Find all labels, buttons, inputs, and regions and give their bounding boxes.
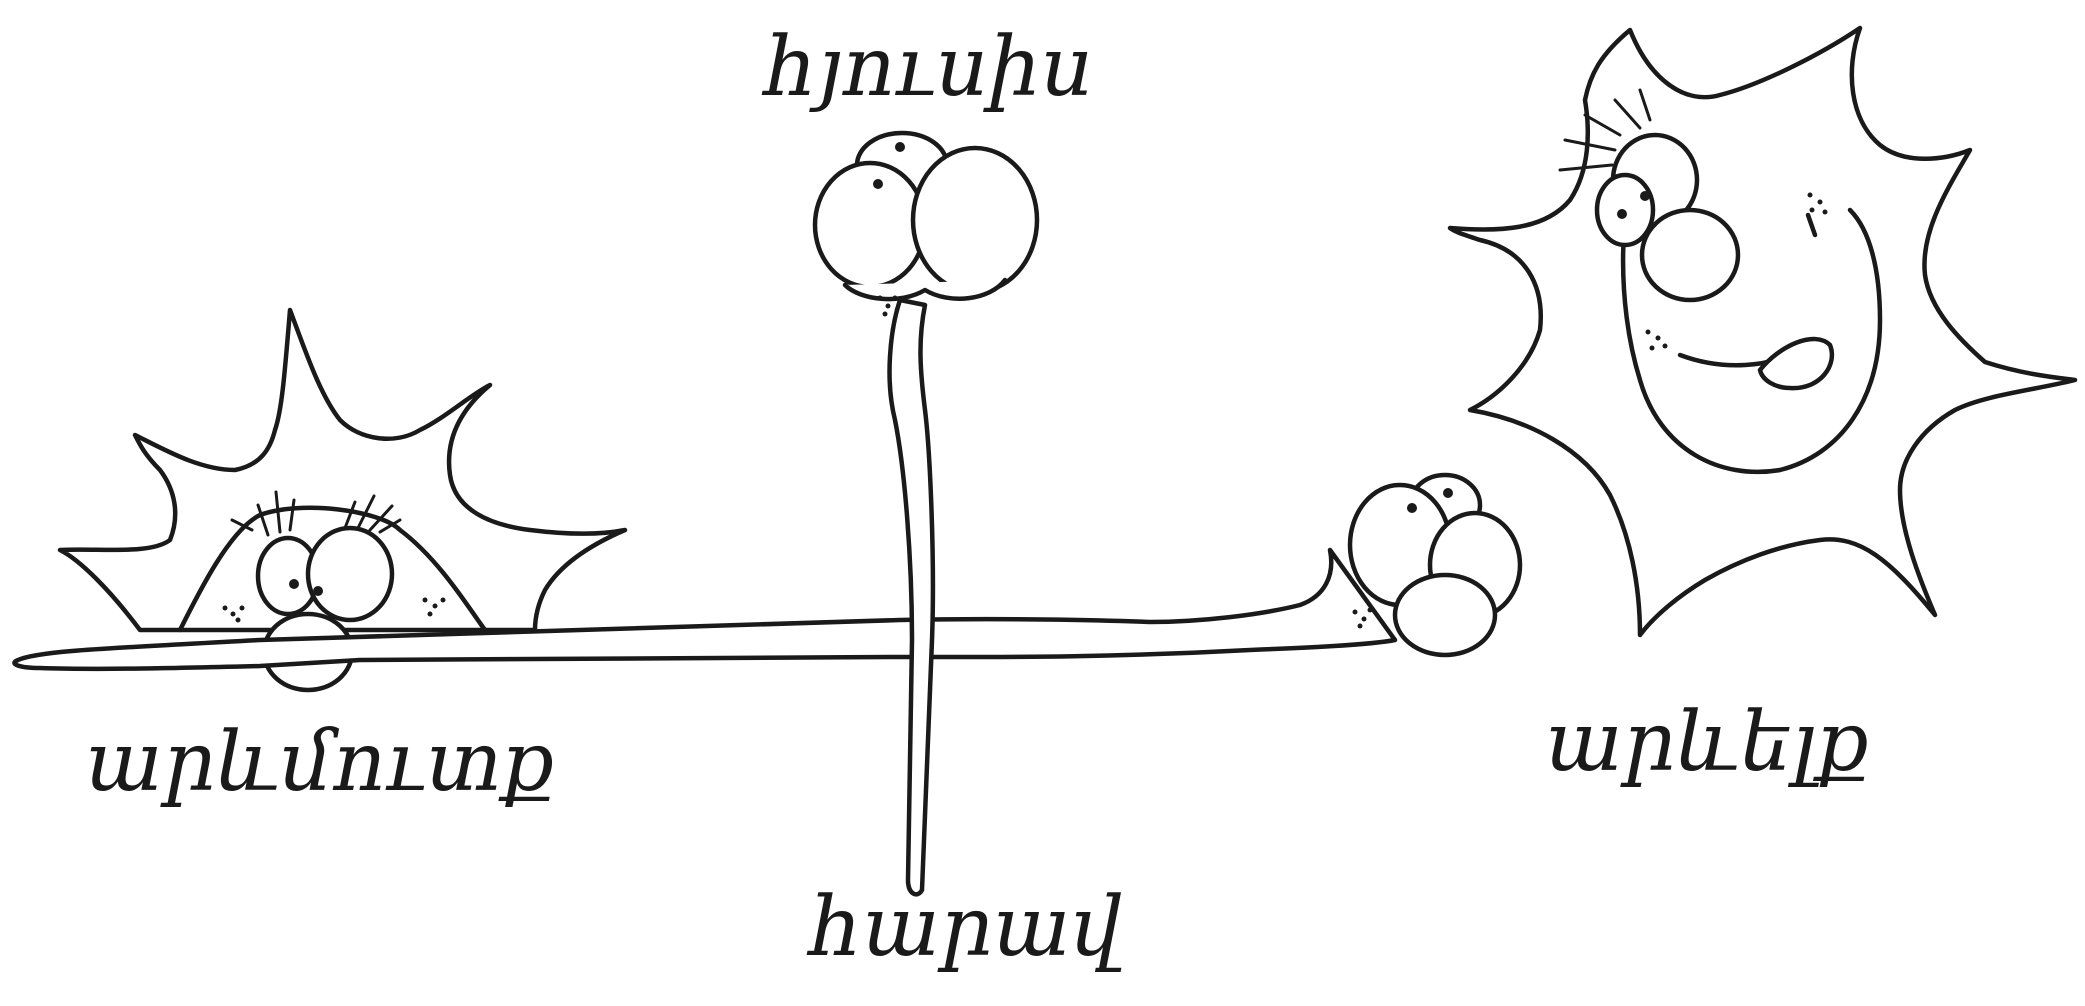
south-label: հարավ (806, 880, 1122, 975)
east-label: արևելք (1545, 695, 1869, 790)
north-arrow-head-face (815, 133, 1037, 317)
rising-sun (1450, 28, 2075, 635)
north-label: հյուսիս (761, 20, 1093, 115)
west-label: արևմուտք (85, 715, 554, 810)
north-south-arrow (890, 300, 933, 894)
